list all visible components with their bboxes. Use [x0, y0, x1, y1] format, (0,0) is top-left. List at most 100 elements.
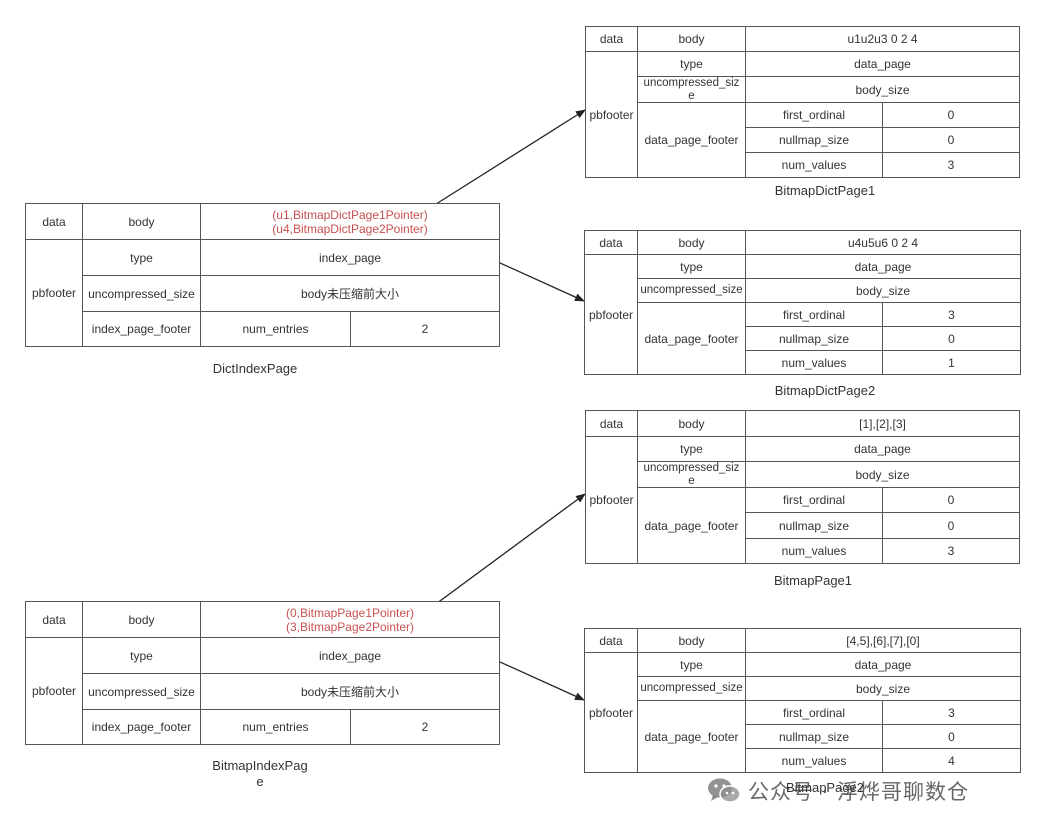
- data-page-footer-label: data_page_footer: [637, 487, 746, 564]
- uncompressed-size-value: body未压缩前大小: [200, 275, 500, 312]
- type-label: type: [637, 436, 746, 462]
- first-ordinal-value: 3: [882, 302, 1021, 327]
- type-value: data_page: [745, 652, 1021, 677]
- bitmap-page-2-caption: BitmapPage2: [785, 780, 865, 795]
- num-values-value: 4: [882, 748, 1021, 773]
- nullmap-size-value: 0: [882, 512, 1020, 539]
- body-value: [4,5],[6],[7],[0]: [745, 628, 1021, 653]
- nullmap-size-label: nullmap_size: [745, 127, 883, 153]
- pbfooter-label: pbfooter: [585, 51, 638, 178]
- bitmap-dict-page-1-caption: BitmapDictPage1: [774, 183, 876, 198]
- pbfooter-label: pbfooter: [585, 436, 638, 564]
- nullmap-size-label: nullmap_size: [745, 512, 883, 539]
- nullmap-size-label: nullmap_size: [745, 724, 883, 749]
- bitmap-dict-page-2-caption: BitmapDictPage2: [774, 383, 876, 398]
- caption-line: e: [256, 774, 264, 789]
- pbfooter-label: pbfooter: [584, 254, 638, 375]
- data-page-footer-label: data_page_footer: [637, 102, 746, 178]
- pointer-entry: (u4,BitmapDictPage2Pointer): [272, 221, 428, 236]
- bitmap-index-page-caption: BitmapIndexPag e: [175, 758, 345, 790]
- num-values-value: 1: [882, 350, 1021, 375]
- data-label: data: [25, 203, 83, 240]
- first-ordinal-value: 3: [882, 700, 1021, 725]
- caption-line: BitmapIndexPag: [212, 758, 308, 773]
- num-values-value: 3: [882, 538, 1020, 564]
- pointer-entry: (0,BitmapPage1Pointer): [285, 605, 415, 620]
- index-page-footer-label: index_page_footer: [82, 311, 201, 347]
- body-label: body: [637, 26, 746, 52]
- uncompressed-size-value: body_size: [745, 278, 1021, 303]
- body-value: [1],[2],[3]: [745, 410, 1020, 437]
- type-label: type: [82, 637, 201, 674]
- dict-index-page-caption: DictIndexPage: [212, 361, 298, 376]
- type-label: type: [637, 652, 746, 677]
- arrow-dictpage1: [424, 109, 586, 212]
- first-ordinal-value: 0: [882, 102, 1020, 128]
- num-values-label: num_values: [745, 748, 883, 773]
- nullmap-size-label: nullmap_size: [745, 326, 883, 351]
- data-label: data: [584, 628, 638, 653]
- label-line: e: [688, 89, 695, 102]
- bitmap-page-1-caption: BitmapPage1: [773, 573, 853, 588]
- arrow-bitmappage1: [424, 493, 586, 613]
- data-page-footer-label: data_page_footer: [637, 302, 746, 375]
- type-label: type: [637, 254, 746, 279]
- first-ordinal-label: first_ordinal: [745, 302, 883, 327]
- label-line: uncompressed_siz: [643, 461, 740, 474]
- first-ordinal-label: first_ordinal: [745, 102, 883, 128]
- num-values-label: num_values: [745, 538, 883, 564]
- label-line: uncompressed_siz: [643, 76, 740, 89]
- pointer-entry: (3,BitmapPage2Pointer): [285, 619, 415, 634]
- uncompressed-size-label: uncompressed_size: [82, 673, 201, 710]
- label-line: uncompressed_size: [640, 284, 743, 296]
- uncompressed-size-label: uncompressed_size: [637, 278, 746, 303]
- first-ordinal-value: 0: [882, 487, 1020, 513]
- label-line: uncompressed_size: [640, 682, 743, 694]
- body-label: body: [82, 203, 201, 240]
- watermark-text: 公众号 · 浮烨哥聊数仓: [748, 780, 970, 804]
- type-value: data_page: [745, 51, 1020, 77]
- num-values-label: num_values: [745, 152, 883, 178]
- body-label: body: [637, 628, 746, 653]
- uncompressed-size-label: uncompressed_size: [637, 676, 746, 701]
- data-label: data: [584, 230, 638, 255]
- uncompressed-size-value: body未压缩前大小: [200, 673, 500, 710]
- nullmap-size-value: 0: [882, 127, 1020, 153]
- type-value: data_page: [745, 254, 1021, 279]
- uncompressed-size-label: uncompressed_size: [82, 275, 201, 312]
- pointer-entry: (u1,BitmapDictPage1Pointer): [272, 207, 428, 222]
- num-values-label: num_values: [745, 350, 883, 375]
- num-entries-label: num_entries: [200, 709, 351, 745]
- body-label: body: [637, 410, 746, 437]
- num-entries-value: 2: [350, 311, 500, 347]
- nullmap-size-value: 0: [882, 326, 1021, 351]
- type-value: index_page: [200, 637, 500, 674]
- body-value: u4u5u6 0 2 4: [745, 230, 1021, 255]
- data-label: data: [585, 410, 638, 437]
- body-value: u1u2u3 0 2 4: [745, 26, 1020, 52]
- data-label: data: [25, 601, 83, 638]
- num-entries-label: num_entries: [200, 311, 351, 347]
- num-values-value: 3: [882, 152, 1020, 178]
- index-page-footer-label: index_page_footer: [82, 709, 201, 745]
- label-line: e: [688, 474, 695, 487]
- body-label: body: [637, 230, 746, 255]
- body-pointers: (0,BitmapPage1Pointer) (3,BitmapPage2Poi…: [200, 601, 500, 638]
- nullmap-size-value: 0: [882, 724, 1021, 749]
- type-value: data_page: [745, 436, 1020, 462]
- first-ordinal-label: first_ordinal: [745, 700, 883, 725]
- pbfooter-label: pbfooter: [25, 637, 83, 745]
- pbfooter-label: pbfooter: [25, 239, 83, 347]
- pbfooter-label: pbfooter: [584, 652, 638, 773]
- num-entries-value: 2: [350, 709, 500, 745]
- type-value: index_page: [200, 239, 500, 276]
- uncompressed-size-label: uncompressed_siz e: [637, 461, 746, 488]
- uncompressed-size-value: body_size: [745, 676, 1021, 701]
- uncompressed-size-value: body_size: [745, 461, 1020, 488]
- type-label: type: [82, 239, 201, 276]
- uncompressed-size-label: uncompressed_siz e: [637, 76, 746, 103]
- data-page-footer-label: data_page_footer: [637, 700, 746, 773]
- uncompressed-size-value: body_size: [745, 76, 1020, 103]
- type-label: type: [637, 51, 746, 77]
- data-label: data: [585, 26, 638, 52]
